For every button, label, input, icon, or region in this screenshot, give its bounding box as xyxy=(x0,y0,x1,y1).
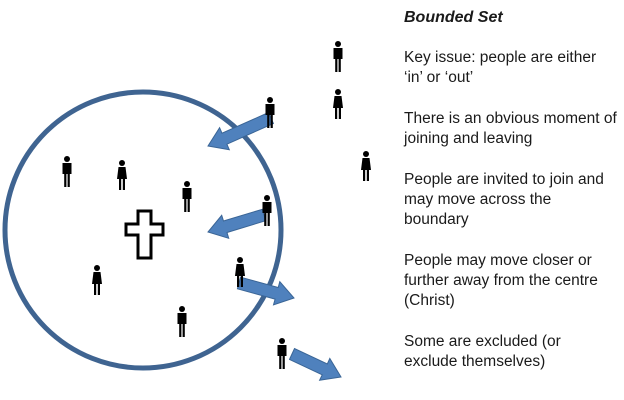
cross-icon xyxy=(124,209,165,260)
people-layer xyxy=(62,41,371,369)
arrows-layer xyxy=(207,111,342,381)
person-icon xyxy=(117,160,127,190)
arrow-out-of-set xyxy=(236,276,295,306)
point-closer-further: People may move closer or further away f… xyxy=(404,252,598,309)
arrow-excluded xyxy=(288,347,342,381)
person-icon xyxy=(262,195,272,226)
arrow-into-set-middle xyxy=(207,208,267,240)
person-icon xyxy=(333,89,343,119)
point-key-issue: Key issue: people are either ‘in’ or ‘ou… xyxy=(404,49,597,86)
arrow-into-set-top xyxy=(207,111,275,151)
text-panel: Bounded Set Key issue: people are either… xyxy=(404,8,618,393)
set-boundary-circle xyxy=(2,89,284,371)
person-icon xyxy=(182,181,192,212)
point-invited-to-join: People are invited to join and may move … xyxy=(404,171,604,228)
point-excluded: Some are excluded (or exclude themselves… xyxy=(404,333,561,370)
person-icon xyxy=(62,156,72,187)
person-icon xyxy=(277,338,287,369)
person-icon xyxy=(361,151,371,181)
person-icon xyxy=(177,306,187,337)
panel-title: Bounded Set xyxy=(404,9,503,26)
person-icon xyxy=(333,41,343,72)
point-joining-leaving: There is an obvious moment of joining an… xyxy=(404,110,617,147)
person-icon xyxy=(265,97,275,128)
person-icon xyxy=(235,257,245,287)
person-icon xyxy=(92,265,102,295)
